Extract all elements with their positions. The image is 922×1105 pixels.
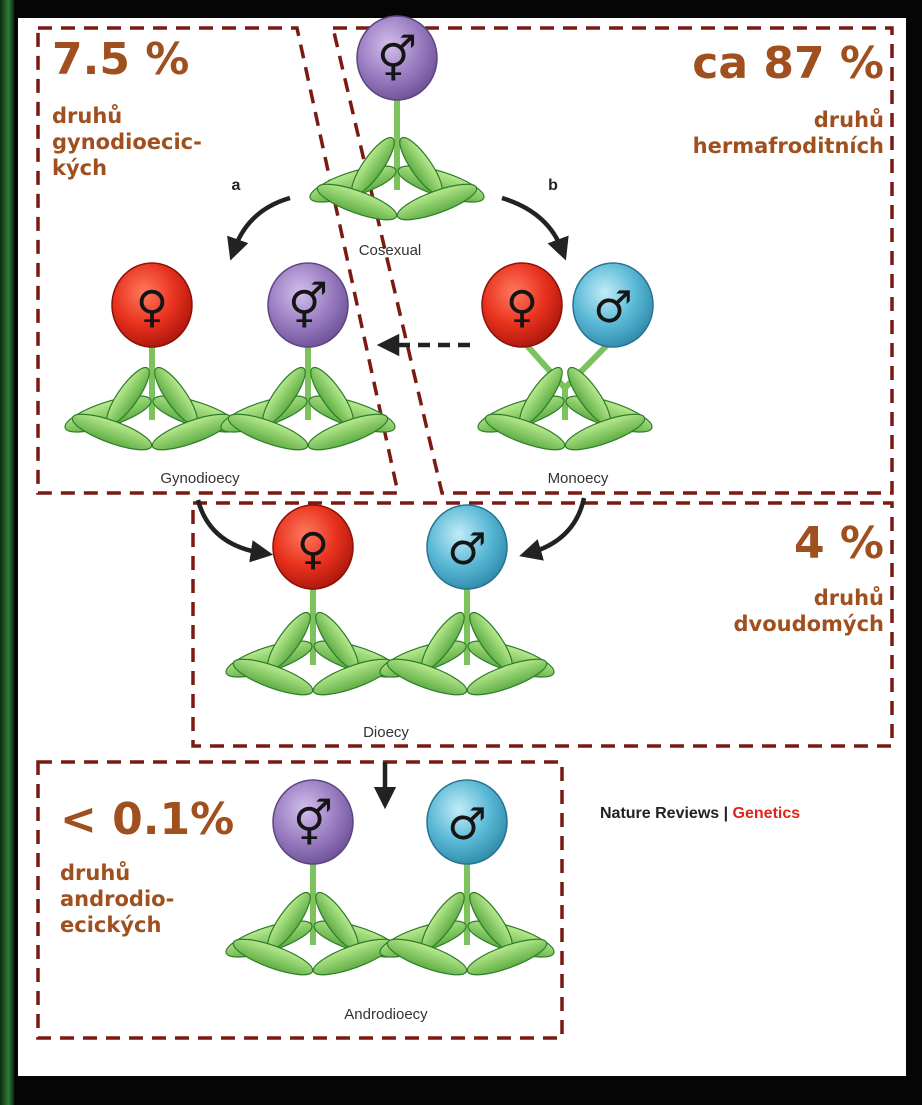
label-dioecy: Dioecy (363, 724, 409, 741)
androdioecy-group-border (36, 760, 564, 1040)
male-symbol: ♂ (447, 799, 486, 850)
credit-separator: | (719, 805, 733, 822)
dioecy-caption-line: dvoudomých (733, 612, 884, 636)
dioecy-caption-line: druhů (813, 586, 884, 610)
hermaphrodite-caption-line: druhů (813, 108, 884, 132)
hermaphrodite-flower (267, 262, 349, 348)
androdioecy-hermaphrodite-plant: ⚥ (221, 779, 405, 983)
credit-section: Genetics (732, 805, 801, 822)
dioecy-female-plant: ♀ (221, 504, 405, 703)
male-flower (426, 504, 508, 590)
female-symbol: ♀ (136, 282, 168, 333)
female-symbol: ♀ (297, 524, 329, 575)
hermaphrodite-flower (356, 15, 438, 101)
arrow-a (227, 195, 291, 261)
male-symbol: ♂ (447, 524, 486, 575)
female-flower (481, 262, 563, 348)
hermaphrodite-symbol: ⚥ (288, 281, 328, 333)
label-path-a: a (232, 177, 241, 194)
androdioecy-percent: < 0.1% (60, 794, 235, 845)
gynodioecy-percent: 7.5 % (52, 34, 190, 85)
dioecy-percent: 4 % (793, 518, 884, 569)
female-symbol: ♀ (506, 282, 538, 333)
arrow-gynodioecy-to-dioecy (195, 499, 274, 563)
hermaphrodite-group-border (330, 26, 894, 495)
female-flower (272, 504, 354, 590)
monoecy-plant: ♀ ♂ (473, 262, 657, 458)
label-path-b: b (548, 177, 558, 194)
androdioecy-caption-line: druhů (60, 861, 131, 885)
hermaphrodite-symbol: ⚥ (293, 798, 333, 850)
androdioecy-caption-line: androdio- (60, 887, 175, 911)
figure-credit: Nature Reviews | Genetics (600, 805, 800, 823)
gynodioecy-hermaphrodite-plant: ⚥ (216, 262, 400, 458)
male-symbol: ♂ (593, 282, 632, 333)
gynodioecy-caption-line: gynodioecic- (52, 130, 202, 154)
male-flower (426, 779, 508, 865)
male-flower (572, 262, 654, 348)
left-frame-stripe (0, 0, 14, 1105)
gynodioecy-caption: druhů gynodioecic- kých (52, 103, 202, 181)
female-flower (111, 262, 193, 348)
label-cosexual: Cosexual (359, 242, 422, 259)
androdioecy-caption-line: ecických (60, 913, 162, 937)
dioecy-male-plant: ♂ (375, 504, 559, 703)
arrow-monoecy-to-dioecy (519, 497, 587, 561)
hermaphrodite-flower (272, 779, 354, 865)
androdioecy-caption: druhů androdio- ecických (60, 860, 174, 938)
hermaphrodite-caption-line: hermafroditních (692, 134, 884, 158)
hermaphrodite-percent: ca 87 % (692, 38, 884, 89)
credit-journal: Nature Reviews (600, 805, 720, 822)
gynodioecy-female-plant: ♀ (60, 262, 244, 458)
arrow-b (501, 195, 569, 261)
dioecy-caption: druhů dvoudomých (733, 585, 884, 637)
dioecy-group-border (191, 501, 894, 748)
gynodioecy-caption-line: druhů (52, 104, 123, 128)
cosexual-plant: ⚥ (305, 15, 489, 228)
androdioecy-male-plant: ♂ (375, 779, 559, 983)
hermaphrodite-caption: druhů hermafroditních (693, 107, 884, 159)
label-gynodioecy: Gynodioecy (160, 470, 240, 487)
gynodioecy-group-border (36, 26, 401, 495)
gynodioecy-caption-line: kých (52, 156, 108, 180)
hermaphrodite-symbol: ⚥ (377, 34, 417, 86)
label-monoecy: Monoecy (548, 470, 609, 487)
label-androdioecy: Androdioecy (344, 1006, 428, 1023)
